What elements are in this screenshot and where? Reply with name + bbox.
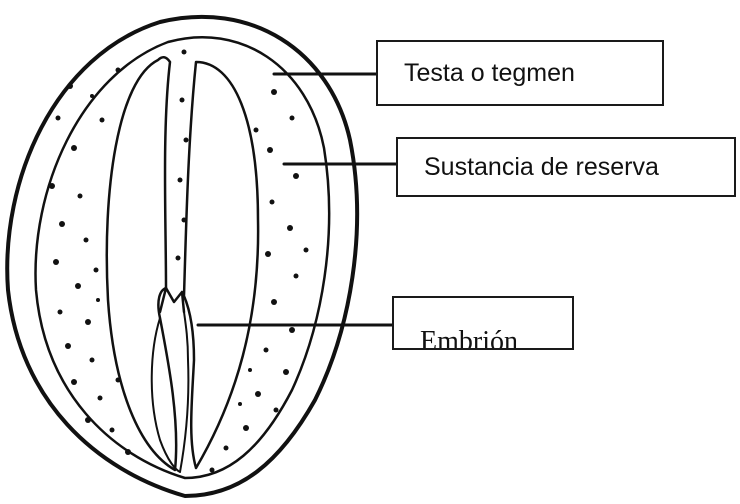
embryo-plumule-notch bbox=[160, 288, 184, 312]
embryo-right-cotyledon bbox=[184, 62, 258, 468]
label-sustancia-de-reserva: Sustancia de reserva bbox=[396, 137, 736, 197]
label-testa-text: Testa o tegmen bbox=[404, 59, 575, 88]
embryo-radicle bbox=[152, 312, 189, 472]
seed-inner-coat bbox=[36, 37, 330, 478]
seed-outer-coat bbox=[7, 17, 357, 496]
label-embrion-text: Embrión bbox=[420, 326, 518, 350]
label-testa-o-tegmen: Testa o tegmen bbox=[376, 40, 664, 106]
label-embrion: Embrión bbox=[392, 296, 574, 350]
label-sustancia-text: Sustancia de reserva bbox=[424, 153, 659, 182]
embryo-left-cotyledon bbox=[107, 57, 176, 470]
reserve-substance-dots bbox=[49, 50, 309, 473]
